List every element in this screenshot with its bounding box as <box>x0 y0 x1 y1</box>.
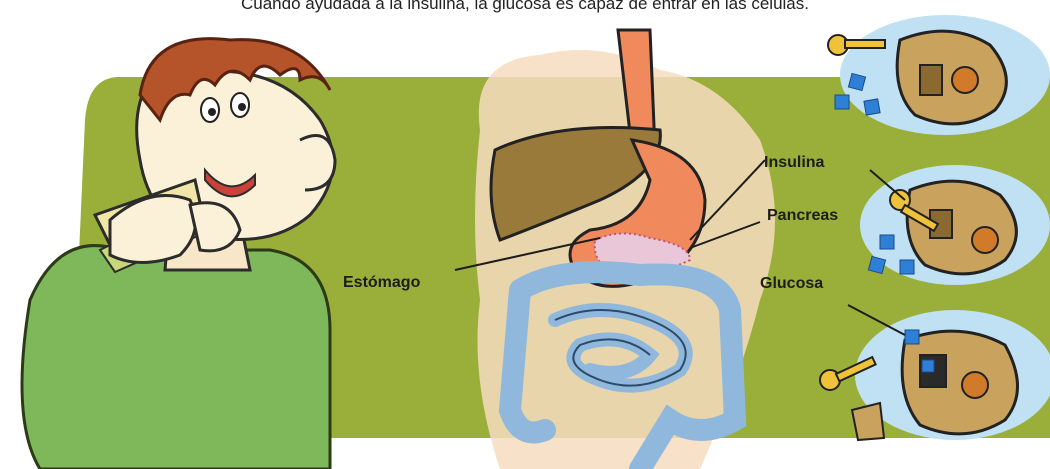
label-estomago: Estómago <box>343 274 420 292</box>
label-insulina: Insulina <box>764 154 824 172</box>
glucose-cube <box>848 73 865 90</box>
glucose-cube <box>880 235 894 249</box>
glucose-cube <box>864 99 880 115</box>
open-door <box>852 403 884 440</box>
label-glucosa: Glucosa <box>760 275 823 293</box>
glucose-cube <box>835 95 849 109</box>
glucose-cube <box>922 360 934 372</box>
boy-shirt <box>22 246 330 469</box>
boy-ear <box>300 136 335 191</box>
glucose-cube <box>900 260 914 274</box>
glucose-cube <box>905 330 919 344</box>
glucose-cube <box>868 256 885 273</box>
boy-eating-sandwich <box>22 39 335 469</box>
cell-2 <box>860 165 1050 285</box>
label-pancreas: Pancreas <box>767 207 838 225</box>
